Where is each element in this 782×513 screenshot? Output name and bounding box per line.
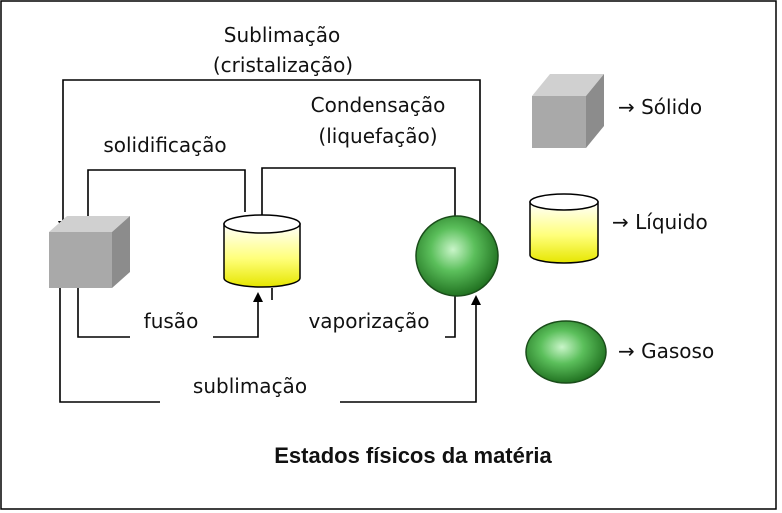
solidification-label: solidificação [103,133,226,157]
legend-solid-label: → Sólido [618,95,702,119]
solid-cube-icon [49,216,130,288]
vaporization-label: vaporização [308,309,429,333]
condensation-arrow [257,167,456,233]
sublimation-crystallization-arrow [58,79,481,231]
fusion-arrow-left [77,288,130,338]
sublimation-arrow-left [59,288,160,403]
diagram-title: Estados físicos da matéria [274,443,552,468]
condensation-label-2: (liquefação) [318,124,437,148]
legend-solid-cube-icon [532,74,604,148]
legend: → Sólido → Líquido → Gasoso [525,74,714,384]
legend-gas-sphere-icon [525,320,607,384]
sublimation-top-label-1: Sublimação [224,23,340,47]
legend-gas-label: → Gasoso [618,339,714,363]
sublimation-arrow-right [340,295,481,403]
sublimation-bottom-label: sublimação [193,374,307,398]
sublimation-top-label-2: (cristalização) [213,53,353,77]
solidification-arrow [83,169,246,231]
legend-liquid-label: → Líquido [612,210,708,234]
condensation-label-1: Condensação [311,93,446,117]
legend-liquid-cylinder-icon [529,193,599,264]
fusion-arrow-right [213,292,263,338]
vaporization-arrow [445,285,460,338]
liquid-cylinder-icon [223,214,301,288]
fusion-label: fusão [144,309,199,333]
gas-sphere-icon [415,215,499,297]
